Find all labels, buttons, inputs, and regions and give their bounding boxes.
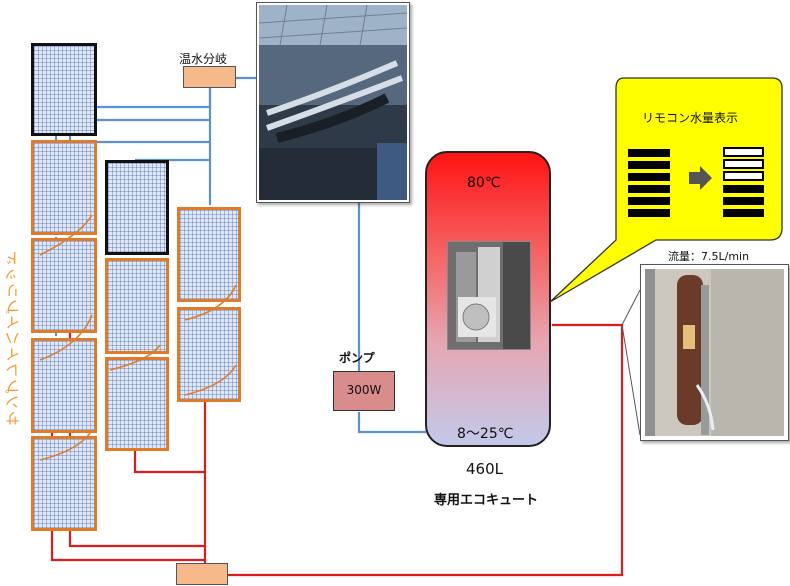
remote-title: リモコン水量表示	[642, 111, 739, 125]
heat-pump-unit-photo	[447, 241, 531, 350]
level-bar-right-3	[723, 171, 764, 181]
level-bar-left-4	[628, 185, 670, 193]
red-pipe-3	[133, 450, 205, 474]
pump-box: 300W	[333, 371, 395, 411]
manifold-bottom	[176, 563, 228, 585]
solar-panel-right-1	[177, 207, 241, 302]
pump-title: ポンプ	[339, 351, 375, 365]
solar-panel-middle-2	[105, 258, 169, 354]
flow-rate-label: 流量：7.5L/min	[668, 250, 750, 263]
solar-panel-left-5	[31, 436, 97, 531]
red-pipe-5	[228, 323, 624, 577]
level-bar-right-1	[723, 147, 764, 157]
level-bar-left-3	[628, 173, 670, 181]
tank-top-temperature: 80℃	[467, 175, 501, 191]
blue-pipe-8	[357, 412, 426, 434]
manifold-label: 温水分岐	[179, 52, 228, 66]
flow-meter-photo	[640, 264, 789, 441]
level-bar-right-5	[723, 197, 764, 205]
level-bar-right-4	[723, 185, 764, 193]
roof-pipe-photo	[256, 2, 410, 203]
tank-bottom-temperature: 8～25℃	[457, 426, 514, 442]
level-bar-right-2	[723, 159, 764, 169]
solar-panel-middle-1	[105, 160, 169, 255]
level-bar-left-1	[628, 149, 670, 157]
tank-name: 専用エコキュート	[434, 493, 539, 508]
level-bar-left-5	[628, 197, 670, 205]
tank-capacity: 460L	[466, 460, 503, 478]
level-bar-left-2	[628, 161, 670, 169]
manifold-top	[183, 66, 236, 88]
solar-panel-left-3	[31, 238, 97, 333]
level-bar-right-6	[723, 209, 764, 217]
solar-panel-left-4	[31, 338, 97, 433]
solar-panel-left-1	[31, 43, 97, 136]
level-bar-left-6	[628, 209, 670, 217]
solar-panel-left-2	[31, 140, 97, 235]
roof-pipe-photo-image	[258, 4, 408, 200]
solar-panel-right-2	[177, 307, 241, 402]
pump-power: 300W	[346, 383, 382, 397]
solar-panel-middle-3	[105, 357, 169, 451]
photo-connector	[621, 289, 641, 436]
right-arrow-icon	[689, 166, 712, 190]
